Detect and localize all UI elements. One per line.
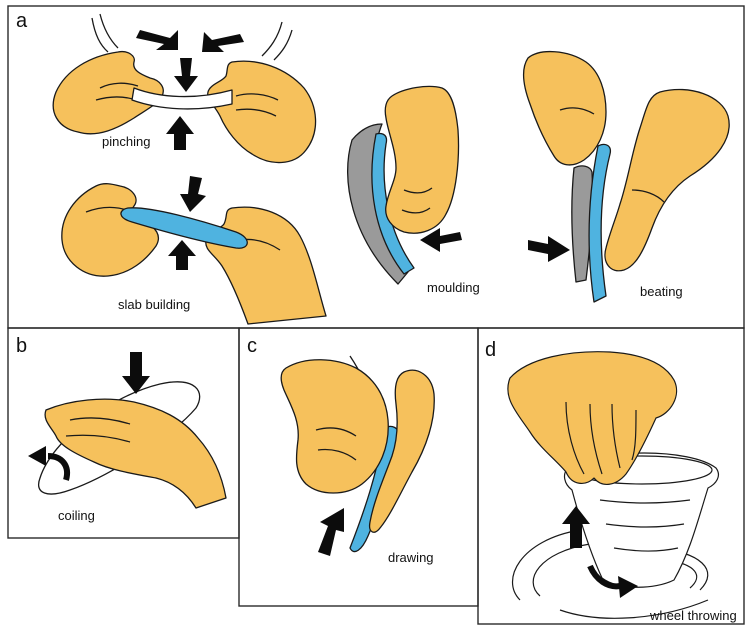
left-hand	[281, 360, 388, 493]
coiling-illustration	[39, 382, 226, 508]
left-hand	[62, 184, 159, 276]
caption-pinching: pinching	[102, 134, 150, 149]
hand	[385, 86, 458, 233]
wheel-throwing-illustration	[508, 352, 719, 619]
caption-beating: beating	[640, 284, 683, 299]
arrow-icon	[166, 116, 194, 150]
caption-moulding: moulding	[427, 280, 480, 295]
lower-hand	[605, 89, 729, 270]
beating-illustration	[524, 52, 730, 302]
arrow-icon	[174, 58, 198, 92]
arrow-icon	[528, 236, 570, 262]
caption-coiling: coiling	[58, 508, 95, 523]
arrow-icon	[136, 30, 178, 50]
panel-b-letter: b	[16, 335, 27, 357]
moulding-illustration	[348, 86, 459, 284]
drawing-illustration	[281, 356, 434, 552]
arrow-icon	[180, 176, 206, 212]
arrow-icon	[202, 32, 244, 52]
panel-d-letter: d	[485, 339, 496, 361]
clay-wall	[589, 144, 610, 302]
right-hand	[206, 207, 326, 324]
caption-wheel-throwing: wheel throwing	[649, 608, 737, 623]
arrow-icon	[318, 508, 344, 556]
caption-slab-building: slab building	[118, 297, 190, 312]
arrow-icon	[28, 446, 46, 466]
arrow-icon	[168, 240, 196, 270]
right-hand	[208, 61, 316, 162]
panel-a-letter: a	[16, 10, 28, 32]
panel-c-letter: c	[247, 335, 257, 357]
caption-drawing: drawing	[388, 550, 434, 565]
